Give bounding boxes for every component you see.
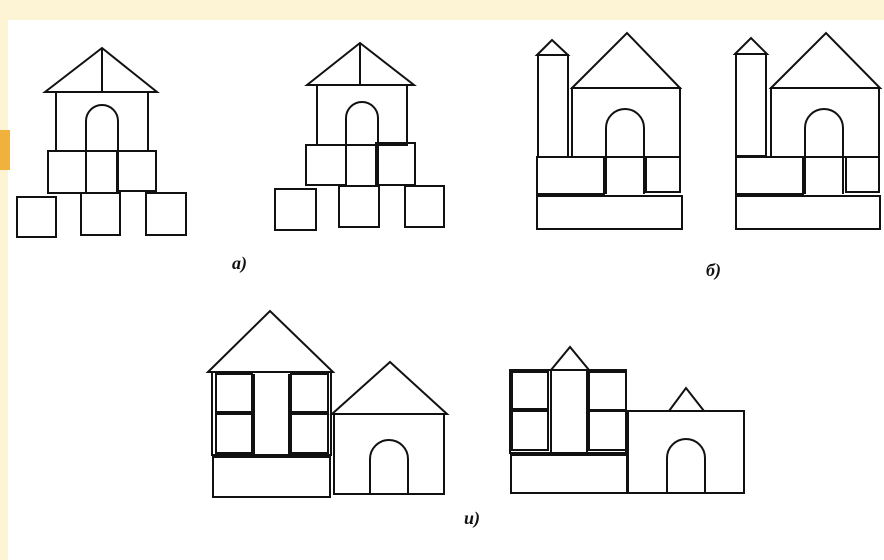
label-b: б)	[706, 260, 721, 281]
building-c1	[208, 311, 447, 497]
label-c: и)	[464, 508, 480, 529]
building-b1	[537, 33, 682, 229]
building-a2	[275, 43, 444, 230]
building-b2	[735, 33, 880, 229]
building-c2	[510, 347, 744, 493]
building-a1	[17, 48, 186, 237]
label-a: а)	[232, 253, 247, 274]
